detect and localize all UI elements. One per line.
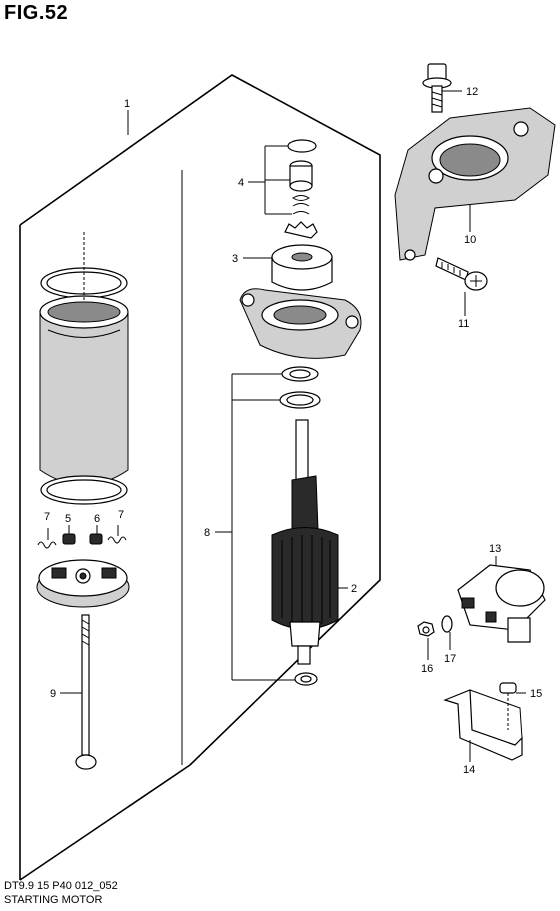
part-bolt-12	[422, 63, 452, 113]
callout-8: 8	[204, 527, 210, 539]
part-through-bolt	[75, 614, 97, 770]
part-yoke-housing	[39, 232, 129, 505]
part-brush-holder	[36, 559, 130, 608]
part-starter-relay	[457, 564, 546, 643]
model-code: DT9.9 15 P40 012_052	[4, 880, 118, 892]
figure-title: FIG.52	[4, 2, 69, 24]
part-bracket-10	[394, 107, 556, 261]
part-nut-washer	[417, 615, 453, 637]
part-cover-screw	[443, 682, 523, 761]
callout-6: 6	[94, 513, 100, 525]
callout-14: 14	[463, 764, 475, 776]
callout-15: 15	[530, 688, 542, 700]
part-front-bracket	[239, 288, 362, 359]
callout-11: 11	[458, 318, 469, 330]
callout-3: 3	[232, 253, 238, 265]
callout-7-left: 7	[44, 511, 50, 523]
part-brushes-springs	[37, 525, 127, 549]
part-screw-11	[435, 257, 488, 291]
callout-9: 9	[50, 688, 56, 700]
assembly-outline	[19, 74, 381, 881]
part-armature	[271, 419, 339, 665]
callout-7-right: 7	[118, 509, 124, 521]
callout-16: 16	[421, 663, 433, 675]
part-pinion-gear	[271, 221, 333, 291]
part-pinion-stop-kit	[287, 139, 317, 215]
callout-4: 4	[238, 177, 244, 189]
callout-2: 2	[351, 583, 357, 595]
callout-13: 13	[489, 543, 501, 555]
callout-10: 10	[464, 234, 476, 246]
figure-caption: STARTING MOTOR	[4, 894, 103, 906]
callout-17: 17	[444, 653, 456, 665]
callout-5: 5	[65, 513, 71, 525]
leader-lines	[60, 90, 526, 762]
callout-12: 12	[466, 86, 478, 98]
callout-labels: 1 2 3 4 5 6 7 7 8 9 10 11 12 13 14 15 16…	[44, 86, 542, 776]
callout-1: 1	[124, 98, 130, 110]
